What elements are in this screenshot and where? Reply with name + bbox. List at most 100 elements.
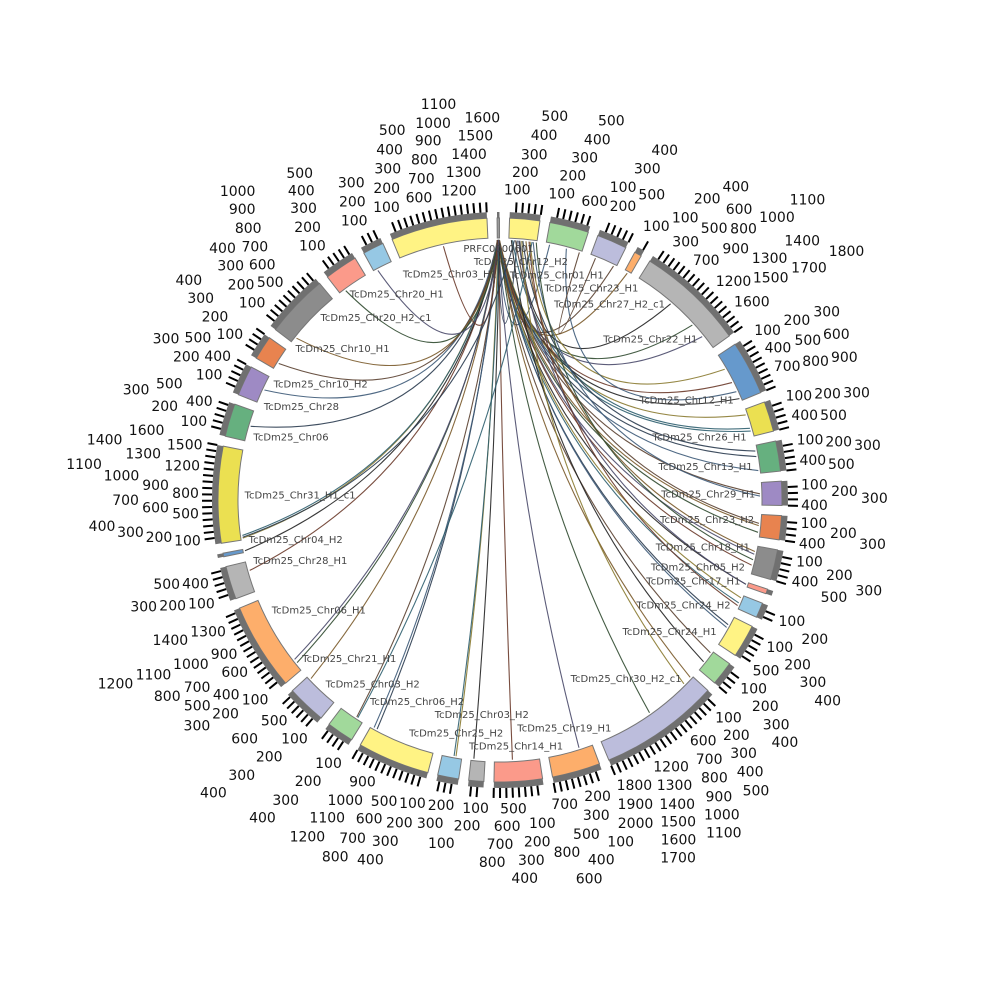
tick-mark	[749, 350, 760, 358]
segment-tcdm25-chr12-h1[interactable]	[717, 339, 776, 401]
tick-mark	[331, 737, 339, 747]
segment-tcdm25-chr23-h1[interactable]	[590, 222, 634, 267]
segment-tcdm25-chr20-h1[interactable]	[360, 229, 392, 272]
segment-tcdm25-chr03-h1[interactable]	[389, 202, 489, 259]
tick-mark	[440, 207, 445, 218]
segment-tcdm25-chr12-h2[interactable]	[508, 202, 544, 242]
tick-mark	[785, 462, 796, 466]
segment-tcdm25-chr20-h2-c1[interactable]	[321, 245, 367, 294]
tick-mark	[679, 723, 688, 733]
segment-tcdm25-chr03-h2[interactable]	[467, 759, 486, 798]
segment-tcdm25-chr14-h1[interactable]	[492, 758, 544, 799]
segment-name-label: TcDm25_Chr17_H1	[645, 577, 740, 588]
tick-label: 500	[638, 188, 665, 204]
tick-label: 400	[186, 394, 213, 410]
segment-tcdm25-chr24-h1[interactable]	[698, 651, 740, 695]
tick-mark	[453, 205, 457, 216]
tick-label: 500	[820, 408, 847, 424]
segment-tcdm25-chr04-h2[interactable]	[217, 548, 244, 559]
tick-mark	[657, 250, 665, 260]
segment-band	[638, 260, 731, 349]
tick-mark	[703, 702, 712, 712]
tick-label: 1000	[415, 116, 451, 132]
segment-tcdm25-chr06[interactable]	[210, 400, 255, 442]
segment-tcdm25-chr06-h1[interactable]	[225, 599, 302, 690]
segment-tcdm25-chr19-h1[interactable]	[548, 744, 602, 793]
tick-label: 100	[428, 836, 455, 852]
segment-tcdm25-chr22-h1[interactable]	[638, 250, 743, 349]
tick-label: 600	[576, 872, 603, 888]
tick-mark	[773, 407, 784, 413]
tick-label: 100	[796, 555, 823, 571]
segment-tcdm25-chr13-h1[interactable]	[755, 439, 797, 474]
tick-mark	[343, 245, 351, 256]
tick-mark	[202, 480, 213, 484]
segment-tcdm25-chr26-h1[interactable]	[745, 399, 790, 437]
tick-mark	[783, 449, 794, 453]
segment-tcdm25-chr31-h1-c1[interactable]	[201, 442, 244, 545]
segment-tcdm25-chr21-h1[interactable]	[282, 676, 335, 727]
tick-mark	[264, 676, 274, 685]
tick-label: 300	[290, 201, 317, 217]
segment-tcdm25-chr01-h1[interactable]	[545, 207, 592, 252]
tick-mark	[336, 741, 345, 751]
segment-band	[326, 257, 367, 294]
tick-label: 500	[753, 664, 780, 680]
tick-mark	[225, 381, 236, 388]
segment-tcdm25-chr06-h2[interactable]	[351, 726, 434, 787]
segment-tcdm25-chr29-h1[interactable]	[760, 480, 799, 507]
segment-tcdm25-chr28[interactable]	[225, 358, 270, 403]
segment-tcdm25-chr24-h2[interactable]	[717, 616, 764, 663]
segment-tcdm25-chr17-h1[interactable]	[737, 595, 776, 622]
tick-mark	[718, 305, 728, 314]
segment-tcdm25-chr03-h2[interactable]	[321, 707, 363, 751]
tick-mark	[530, 786, 534, 797]
tick-mark	[203, 530, 214, 534]
segment-tcdm25-chr05-h2[interactable]	[746, 582, 774, 596]
tick-mark	[742, 339, 753, 347]
segment-band	[590, 234, 627, 267]
tick-mark	[517, 787, 521, 798]
tick-label: 200	[584, 789, 611, 805]
tick-label: 200	[373, 181, 400, 197]
segment-tcdm25-chr10-h2[interactable]	[245, 327, 287, 369]
tick-mark	[252, 332, 262, 341]
segment-prfc0000601[interactable]	[496, 212, 501, 239]
segment-tcdm25-chr18-h1[interactable]	[750, 545, 793, 585]
tick-label: 200	[784, 658, 811, 674]
segment-band	[217, 445, 244, 544]
tick-mark	[278, 299, 288, 308]
segment-tcdm25-chr30-h2-c1[interactable]	[600, 676, 716, 776]
segment-tcdm25-chr10-h1[interactable]	[265, 272, 334, 343]
tick-mark	[533, 204, 537, 215]
tick-label: 300	[859, 537, 886, 553]
tick-label: 400	[814, 693, 841, 709]
tick-label: 100	[672, 210, 699, 226]
tick-mark	[622, 230, 629, 240]
tick-mark	[326, 733, 334, 744]
segment-tcdm25-chr23-h2[interactable]	[758, 513, 798, 544]
segment-tcdm25-chr28-h1[interactable]	[210, 561, 256, 601]
segment-tcdm25-chr25-h2[interactable]	[436, 754, 463, 794]
tick-mark	[212, 576, 223, 581]
tick-label: 500	[828, 457, 855, 473]
tick-mark	[760, 373, 771, 380]
segment-band	[758, 513, 783, 541]
segment-tick-strip	[287, 690, 322, 723]
tick-label: 1300	[190, 624, 226, 640]
tick-label: 200	[814, 386, 841, 402]
tick-label: 300	[130, 599, 157, 615]
tick-mark	[558, 781, 563, 792]
tick-mark	[228, 618, 239, 625]
tick-label: 300	[272, 793, 299, 809]
tick-label: 100	[504, 183, 531, 199]
segment-tick-strip	[781, 480, 788, 506]
tick-label: 800	[802, 354, 829, 370]
segment-band	[548, 744, 601, 778]
tick-label: 100	[766, 640, 793, 656]
tick-label: 100	[188, 596, 215, 612]
tick-mark	[321, 730, 329, 740]
tick-label: 400	[651, 143, 678, 159]
segment-tcdm25-chr27-h2-c1[interactable]	[624, 240, 649, 274]
segment-tick-strip	[360, 238, 383, 254]
